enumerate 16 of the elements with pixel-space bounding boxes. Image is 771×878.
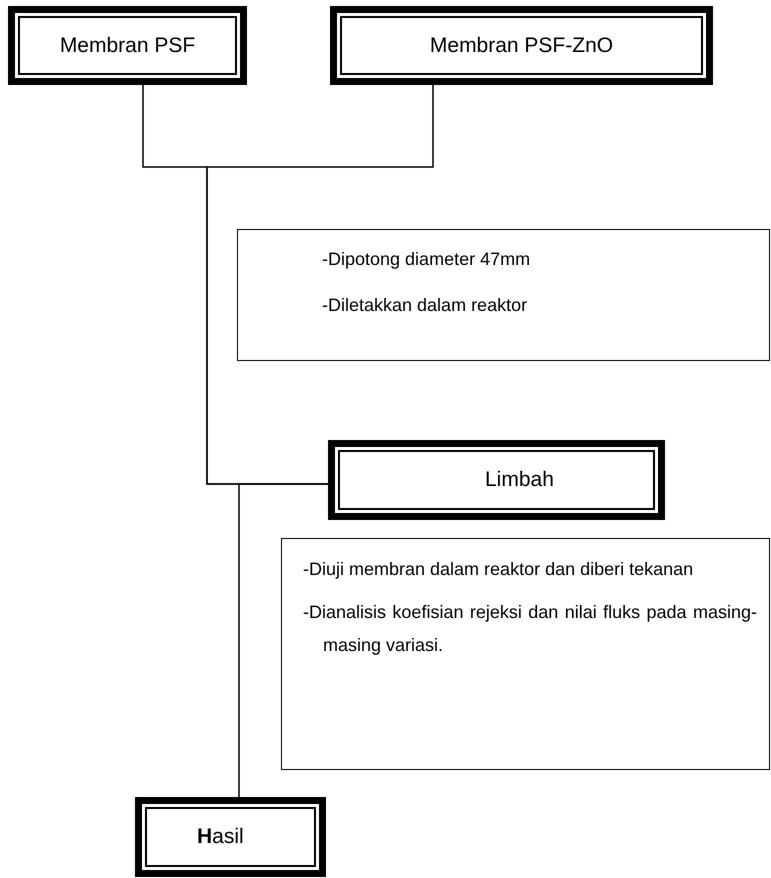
note-box — [237, 229, 770, 361]
box-label: Membran PSF — [60, 32, 196, 59]
process-box — [8, 6, 247, 85]
step-text: -Diletakkan dalam reaktor — [322, 294, 528, 317]
step-text: -Dianalisis koefisian rejeksi dan nilai fluks pada masing-masing variasi. — [303, 601, 757, 657]
step-text: -Dipotong diameter 47mm — [322, 248, 532, 271]
process-box — [330, 6, 713, 85]
box-label: Limbah — [485, 467, 554, 494]
connector-line — [238, 483, 328, 797]
box-label: Membran PSF-ZnO — [430, 32, 614, 59]
step-text: -Diuji membran dalam reaktor dan diberi tekanan — [303, 558, 694, 581]
note-box — [281, 538, 770, 770]
process-box — [328, 440, 665, 520]
process-box — [135, 797, 326, 877]
box-label: Hasil — [197, 824, 244, 850]
connector-line — [206, 85, 434, 485]
